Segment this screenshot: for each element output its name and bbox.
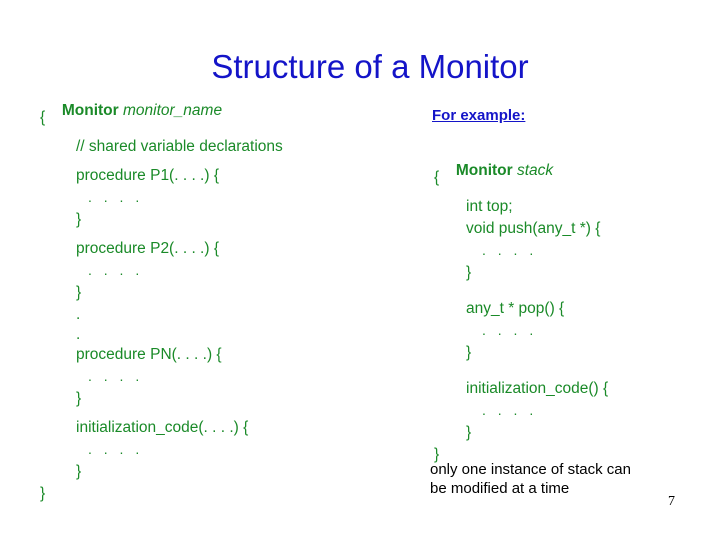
code-line: initialization_code(. . . .) { [76, 419, 249, 436]
stack-caption: only one instance of stack can be modifi… [430, 460, 710, 498]
code-line: procedure P2(. . . .) { [76, 240, 220, 257]
code-line: any_t * pop() { [466, 300, 565, 317]
stack-monitor-code-block: Monitor stack { int top; void push(any_t… [430, 148, 715, 469]
code-line: . . . . [482, 242, 538, 258]
code-line: . . . . [88, 189, 144, 205]
code-line: } [40, 485, 46, 502]
code-line: initialization_code() { [466, 380, 609, 397]
left-code-keyword: Monitor [61, 102, 119, 119]
monitor-structure-code-block: Monitor monitor_name { // shared variabl… [36, 88, 416, 508]
code-line: void push(any_t *) { [466, 220, 601, 237]
code-line: . . . . [88, 441, 144, 457]
code-line: } [76, 284, 82, 301]
caption-line-2: be modified at a time [430, 480, 570, 497]
code-line: { [40, 109, 46, 126]
left-code-name: monitor_name [122, 102, 223, 119]
code-line: . . . . [88, 262, 144, 278]
right-code-name: stack [516, 162, 554, 179]
left-code-header: Monitor monitor_name [36, 88, 416, 119]
code-line: } [434, 446, 440, 463]
code-line: . . . . [88, 368, 144, 384]
right-code-keyword: Monitor [455, 162, 513, 179]
code-line: } [76, 463, 82, 480]
code-line: } [466, 424, 472, 441]
code-line: } [76, 211, 82, 228]
code-line: // shared variable declarations [76, 138, 283, 155]
code-line: . . . . [482, 322, 538, 338]
page-title: Structure of a Monitor [211, 48, 529, 85]
caption-line-1: only one instance of stack can [430, 461, 631, 478]
code-line: . [76, 306, 81, 323]
code-line: } [466, 264, 472, 281]
right-code-header: Monitor stack [430, 148, 715, 179]
code-line: procedure P1(. . . .) { [76, 167, 220, 184]
code-line: procedure PN(. . . .) { [76, 346, 222, 363]
code-line: { [434, 169, 440, 186]
for-example-heading: For example: [432, 107, 526, 124]
code-line: int top; [466, 198, 513, 215]
code-line: } [76, 390, 82, 407]
page-number: 7 [668, 494, 675, 509]
code-line: . [76, 326, 81, 343]
code-line: . . . . [482, 402, 538, 418]
code-line: } [466, 344, 472, 361]
